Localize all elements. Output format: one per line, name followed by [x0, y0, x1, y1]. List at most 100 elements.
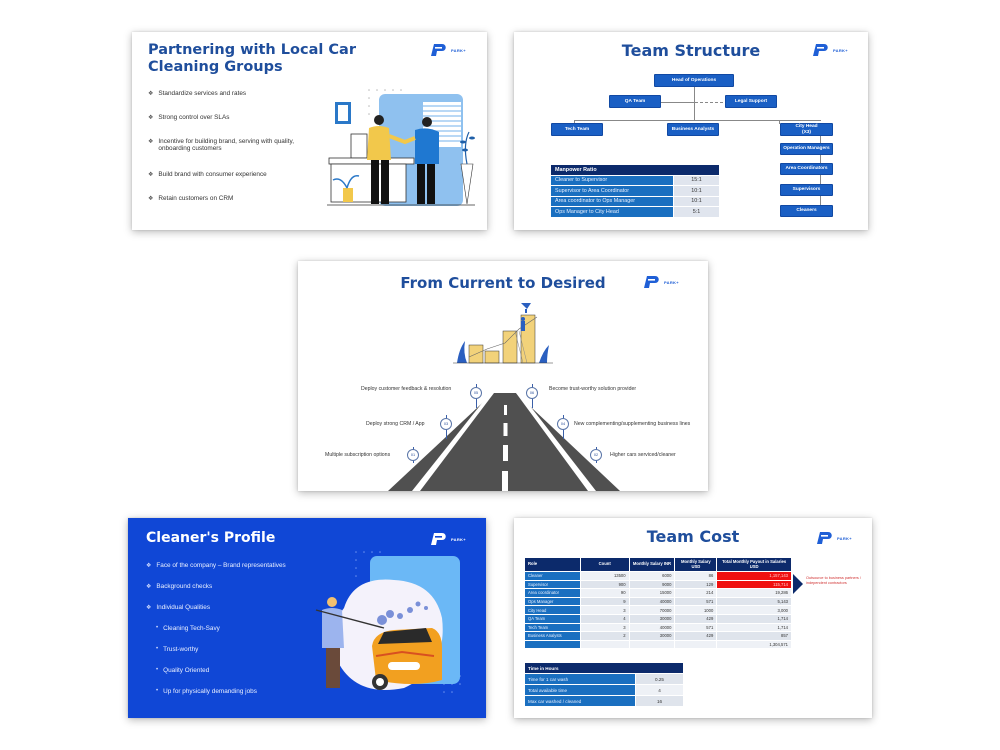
diamond-bullet-icon: ❖ [148, 139, 154, 145]
bullet-item: ❖Individual Qualities [146, 604, 211, 611]
milestone-label: Become trust-worthy solution provider [549, 386, 637, 392]
park-plus-logo-icon [431, 533, 446, 545]
org-supervisors[interactable]: Supervisors [780, 184, 833, 196]
team-cost-table: Role Count Monthly Salary INR Monthly Sa… [524, 557, 792, 650]
bullet-item: ❖Build brand with consumer experience [148, 171, 267, 178]
org-connector [779, 120, 780, 124]
dot-bullet-icon: • [156, 625, 159, 631]
park-plus-logo-icon [431, 44, 446, 56]
dot-bullet-icon: • [156, 688, 159, 694]
org-business-analysts[interactable]: Business Analysts [667, 123, 719, 136]
org-cleaners[interactable]: Cleaners [780, 205, 833, 217]
park-plus-logo-icon [817, 532, 832, 544]
bullet-item: ❖Standardize services and rates [148, 90, 247, 97]
bullet-item: ❖Retain customers on CRM [148, 195, 234, 202]
milestone-pin-05: 05 [470, 387, 482, 399]
slide-partnering[interactable]: Partnering with Local Car Cleaning Group… [132, 32, 487, 230]
milestone-pin-01: 01 [407, 449, 419, 461]
milestone-label: Multiple subscription options [325, 452, 391, 458]
milestone-pin-06: 06 [526, 387, 538, 399]
bullet-item: ❖Incentive for building brand, serving w… [148, 138, 294, 152]
park-plus-logo: PARK+ [643, 275, 679, 289]
org-qa-team[interactable]: QA Team [609, 95, 661, 108]
park-plus-logo: PARK+ [816, 531, 852, 545]
dot-bullet-icon: • [156, 667, 159, 673]
park-plus-logo-icon [813, 44, 828, 56]
diamond-bullet-icon: ❖ [148, 196, 154, 202]
diamond-bullet-icon: ❖ [146, 584, 152, 590]
milestone-label: New complementing/supplementing business… [574, 421, 691, 427]
diamond-bullet-icon: ❖ [148, 91, 154, 97]
milestone-label: Deploy strong CRM / App [366, 421, 425, 427]
bullet-item: ❖Background checks [146, 583, 213, 590]
org-connector [659, 102, 694, 103]
org-dashed-connector [695, 102, 723, 103]
highlighted-cell: 1,157,143 [716, 571, 792, 581]
dot-bullet-icon: • [156, 646, 159, 652]
park-plus-logo-icon [644, 276, 659, 288]
park-plus-logo: PARK+ [812, 43, 848, 57]
diamond-bullet-icon: ❖ [148, 172, 154, 178]
slide-team-structure[interactable]: Team Structure PARK+ Head of Operations … [514, 32, 868, 230]
org-legal-support[interactable]: Legal Support [725, 95, 777, 108]
milestone-pin-03: 03 [440, 418, 452, 430]
park-plus-logo: PARK+ [430, 532, 466, 546]
table-total-row: 1,304,571 [524, 639, 792, 650]
diamond-bullet-icon: ❖ [146, 605, 152, 611]
milestone-label: Higher cars serviced/cleaner [610, 452, 676, 458]
table-header: Time in Hours [524, 662, 684, 674]
slide-title: Team Structure [621, 41, 761, 60]
slide-title: Partnering with Local Car Cleaning Group… [148, 42, 356, 75]
org-area-coordinators[interactable]: Area Coordinators [780, 163, 833, 175]
car-wash-illustration [315, 551, 461, 693]
park-plus-logo: PARK+ [430, 43, 466, 57]
slide-title: From Current to Desired [400, 274, 606, 292]
milestone-pin-02: 02 [590, 449, 602, 461]
org-operation-managers[interactable]: Operation Managers [780, 143, 833, 155]
sub-bullet-item: •Up for physically demanding jobs [156, 688, 257, 695]
org-connector [574, 120, 575, 124]
table-header: Manpower Ratio [550, 164, 720, 176]
bullet-item: ❖Face of the company – Brand representat… [146, 562, 286, 569]
diamond-bullet-icon: ❖ [148, 115, 154, 121]
road-illustration [388, 393, 620, 491]
slide-team-cost[interactable]: Team Cost PARK+ Role Count Monthly Salar… [514, 518, 872, 718]
milestone-label: Deploy customer feedback & resolution [361, 386, 452, 392]
milestone-pin-04: 04 [557, 418, 569, 430]
org-city-head[interactable]: City Head(X3) [780, 123, 833, 136]
slide-current-to-desired[interactable]: From Current to Desired PARK+ 01 Multipl… [298, 261, 708, 491]
growth-chart-illustration [453, 303, 553, 364]
org-head-of-operations[interactable]: Head of Operations [654, 74, 734, 87]
org-connector [779, 120, 821, 121]
diamond-bullet-icon: ❖ [146, 563, 152, 569]
sub-bullet-item: •Trust-worthy [156, 646, 199, 653]
org-connector [694, 86, 695, 121]
outsource-note: Outsource to business partners / indepen… [806, 576, 861, 585]
handshake-illustration [327, 89, 475, 206]
slide-title: Cleaner's Profile [146, 530, 276, 546]
bullet-item: ❖Strong control over SLAs [148, 114, 230, 121]
highlighted-cell: 115,714 [716, 579, 792, 590]
sub-bullet-item: •Quality Oriented [156, 667, 210, 674]
org-tech-team[interactable]: Tech Team [551, 123, 603, 136]
slide-cleaners-profile[interactable]: Cleaner's Profile PARK+ ❖Face of the com… [128, 518, 486, 718]
slide-title: Team Cost [646, 527, 740, 546]
table-header-row: Role Count Monthly Salary INR Monthly Sa… [524, 557, 792, 572]
org-connector [574, 120, 780, 121]
